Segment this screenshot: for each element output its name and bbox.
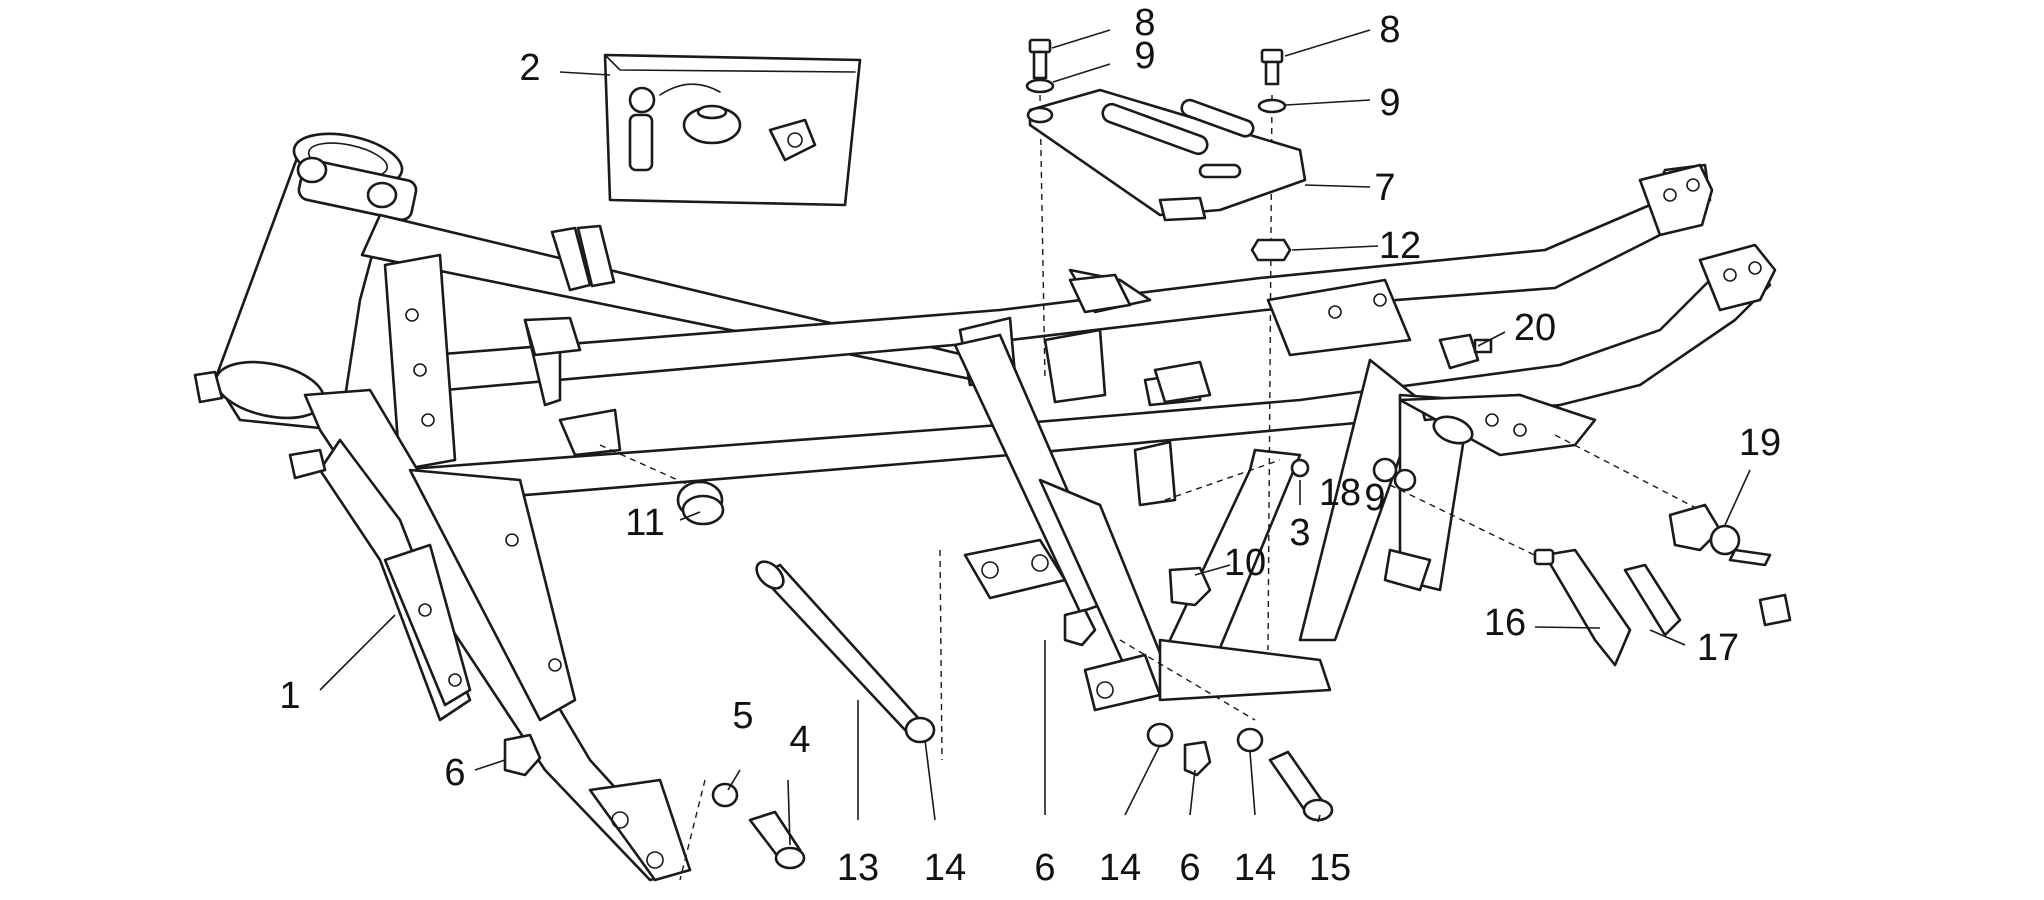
bolt-part-4 — [748, 810, 806, 870]
bolt-part-15 — [1268, 750, 1334, 822]
nuts-part-6 — [503, 608, 1212, 777]
callout-14-right: 14 — [1234, 847, 1276, 889]
lock-part-19 — [1668, 503, 1792, 627]
front-gusset — [383, 253, 457, 472]
bolt-part-3 — [1290, 458, 1310, 478]
callout-2: 2 — [519, 47, 540, 89]
callout-6-left: 6 — [444, 752, 465, 794]
grommet-part-11 — [676, 480, 725, 526]
tray-plate-part-7 — [1026, 88, 1307, 222]
callout-5: 5 — [732, 695, 753, 737]
callout-9-mid: 9 — [1364, 477, 1385, 519]
washers-part-9 — [1025, 78, 1417, 492]
callout-16: 16 — [1484, 602, 1526, 644]
callout-13: 13 — [837, 847, 879, 889]
callout-numbers: 1 2 3 4 5 6 6 6 7 8 8 9 9 9 10 11 12 13 … — [279, 2, 1781, 889]
callout-19: 19 — [1739, 422, 1781, 464]
leader-lines — [319, 29, 1751, 846]
callout-1: 1 — [279, 675, 300, 717]
callout-8-left: 8 — [1134, 2, 1155, 44]
callout-9-left: 9 — [1134, 35, 1155, 77]
long-bolt-part-13 — [755, 560, 922, 732]
callout-10: 10 — [1224, 542, 1266, 584]
bolts-part-8 — [1028, 38, 1284, 86]
washer-part-5 — [711, 782, 739, 808]
kit-bag-part-2 — [603, 53, 862, 207]
callout-20: 20 — [1514, 307, 1556, 349]
washers-part-14 — [904, 716, 1264, 753]
cover-part-17 — [1623, 563, 1682, 637]
callout-18: 18 — [1319, 472, 1361, 514]
nut-part-10 — [1168, 566, 1212, 607]
callout-15: 15 — [1309, 847, 1351, 889]
callout-3: 3 — [1289, 512, 1310, 554]
callout-17: 17 — [1697, 627, 1739, 669]
callout-11: 11 — [625, 502, 664, 544]
nut-part-12 — [1250, 238, 1292, 262]
callout-4: 4 — [789, 719, 810, 761]
bolt-part-20 — [1438, 333, 1493, 370]
callout-7: 7 — [1374, 167, 1395, 209]
callout-14-left: 14 — [924, 847, 966, 889]
callout-14-center: 14 — [1099, 847, 1141, 889]
callout-6-center: 6 — [1034, 847, 1055, 889]
nut-part-18 — [1372, 457, 1398, 483]
main-frame — [193, 132, 1777, 882]
callout-12: 12 — [1379, 225, 1421, 267]
callout-9-right: 9 — [1379, 82, 1400, 124]
callout-8-right: 8 — [1379, 9, 1400, 51]
latch-part-16 — [1533, 548, 1632, 667]
callout-6-right: 6 — [1179, 847, 1200, 889]
